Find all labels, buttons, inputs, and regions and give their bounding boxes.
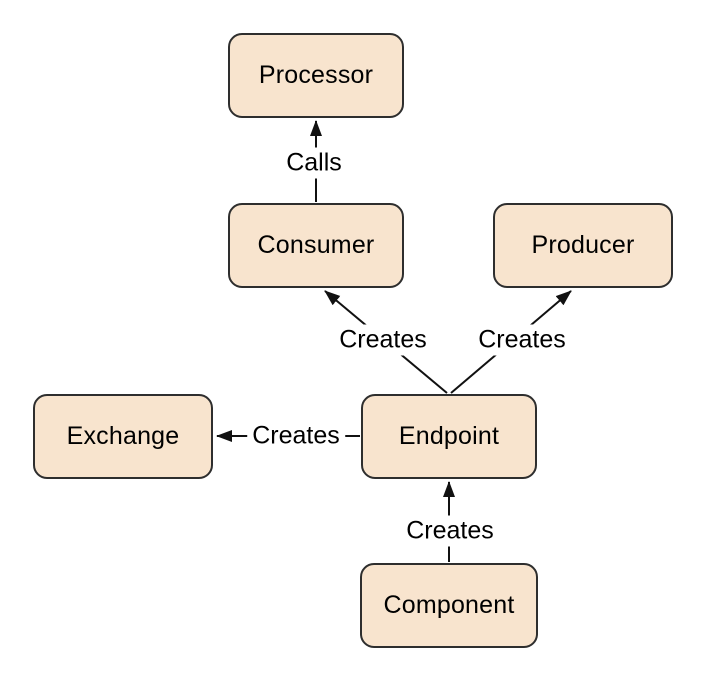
node-exchange: Exchange — [33, 394, 213, 479]
node-processor-label: Processor — [258, 61, 374, 89]
node-consumer: Consumer — [228, 203, 404, 288]
node-consumer-label: Consumer — [257, 231, 375, 259]
edge-label-creates-producer: Creates — [473, 324, 571, 356]
node-producer-label: Producer — [531, 231, 635, 259]
edge-label-calls: Calls — [281, 147, 347, 179]
node-producer: Producer — [493, 203, 673, 288]
edge-label-creates-consumer: Creates — [334, 324, 432, 356]
node-component: Component — [360, 563, 538, 648]
node-component-label: Component — [383, 591, 515, 619]
node-exchange-label: Exchange — [66, 422, 180, 450]
node-processor: Processor — [228, 33, 404, 118]
node-endpoint: Endpoint — [361, 394, 537, 479]
edge-label-creates-exchange: Creates — [247, 420, 345, 452]
node-endpoint-label: Endpoint — [398, 422, 500, 450]
edge-label-creates-endpoint: Creates — [401, 515, 499, 547]
